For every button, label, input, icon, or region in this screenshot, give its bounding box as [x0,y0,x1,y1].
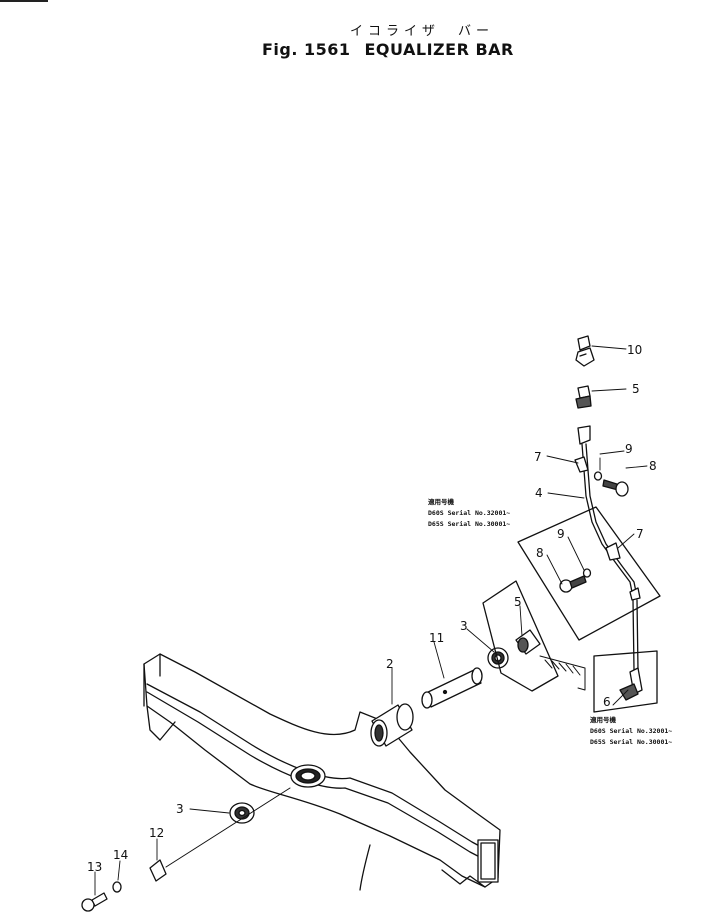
fig-label: Fig. [262,40,298,59]
part-plate [149,859,167,882]
callout-label: 14 [113,848,128,862]
callout-label: 6 [603,695,611,709]
part-washer-upper [593,471,603,481]
title-text: EQUALIZER BAR [364,40,514,59]
callout-label: 10 [627,343,642,357]
callout-numbers: 10 5 9 7 8 4 9 7 8 5 3 11 2 6 3 12 14 13 [87,343,657,874]
top-rule [0,0,48,2]
equalizer-bar [143,653,501,888]
part-hose [577,425,641,671]
callout-label: 3 [460,619,468,633]
note-line: D60S Serial No.32001~ [590,727,672,735]
note-heading: 適用号機 [590,715,617,724]
part-seal-upper [487,647,509,669]
title-japanese: イコライザ バー [350,24,495,39]
callout-label: 11 [429,631,444,645]
part-clamp-lower [605,542,621,561]
detail-frame-lower [593,650,658,713]
callout-label: 4 [535,486,543,500]
callout-label: 5 [632,382,640,396]
callout-label: 12 [149,826,164,840]
part-elbow [619,667,643,701]
fig-number: 1561 [303,40,351,59]
part-cap [575,335,595,367]
part-bushing [370,703,414,747]
callout-label: 5 [514,595,522,609]
applicability-note-upper: 適用号機 D60S Serial No.32001~ D65S Serial N… [428,497,510,528]
applicability-note-lower: 適用号機 D60S Serial No.32001~ D65S Serial N… [590,715,672,746]
note-line: D60S Serial No.32001~ [428,509,510,517]
callout-label: 2 [386,657,394,671]
part-bolt-lower [81,892,108,912]
callout-label: 13 [87,860,102,874]
part-bolt-lower-side [559,575,587,593]
note-heading: 適用号機 [428,497,455,506]
callout-label: 3 [176,802,184,816]
callout-label: 9 [625,442,633,456]
shaft-hatch [539,655,586,691]
part-fitting-middle [515,629,541,655]
callout-label: 9 [557,527,565,541]
callout-label: 8 [649,459,657,473]
bar-leader [359,844,371,891]
detail-frame-upper [517,506,661,641]
callout-label: 7 [636,527,644,541]
leader-lines [94,345,648,896]
part-pin [421,667,483,709]
callout-label: 7 [534,450,542,464]
figure-title: Fig. 1561 EQUALIZER BAR [262,40,514,59]
note-line: D65S Serial No.30001~ [428,520,510,528]
part-washer-lower [582,568,592,578]
detail-frame-middle [482,580,559,692]
part-fitting-top [575,385,592,409]
part-washer [112,881,122,893]
note-line: D65S Serial No.30001~ [590,738,672,746]
part-bolt-upper [602,479,629,497]
callout-label: 8 [536,546,544,560]
part-clamp-upper [574,456,589,473]
